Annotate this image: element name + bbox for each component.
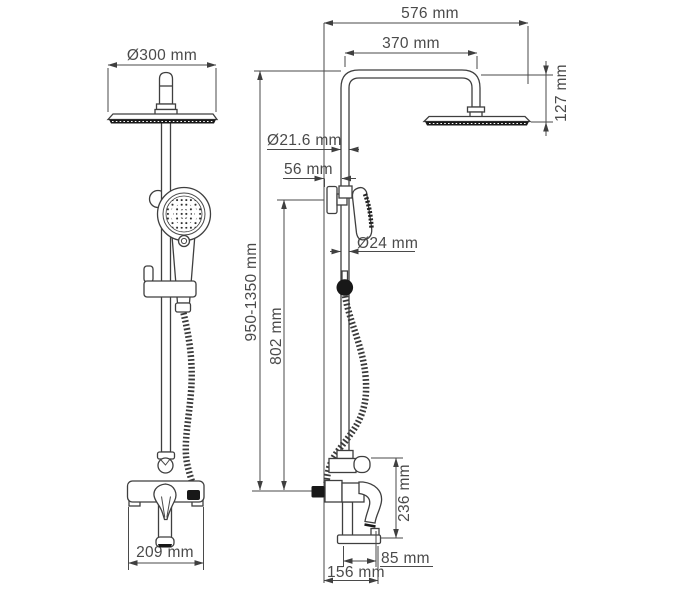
mixer-side <box>311 449 383 545</box>
rain-head-front <box>106 113 219 124</box>
dim-height-adjustable: 950-1350 mm <box>243 70 341 492</box>
upper-pipe-diameter-label: Ø21.6 mm <box>267 132 342 149</box>
arm-reach-label: 370 mm <box>382 35 440 52</box>
hand-shower-front <box>156 186 212 313</box>
dim-lower-pipe-diameter: Ø24 mm <box>330 235 418 255</box>
height-adjustable-label: 950-1350 mm <box>243 243 260 342</box>
base-depth-label: 156 mm <box>327 564 385 581</box>
spout-reach-label: 85 mm <box>381 550 430 567</box>
total-reach-label: 576 mm <box>401 5 459 22</box>
diverter-knob-side <box>336 270 354 296</box>
rail-bottom-connector-front <box>156 451 176 474</box>
height-to-bracket-label: 802 mm <box>268 307 285 365</box>
dim-mixer-height: 236 mm <box>371 457 413 539</box>
hand-shower-side <box>351 186 374 241</box>
dim-base-depth: 156 mm <box>323 546 385 584</box>
dim-total-reach: 576 mm <box>323 5 529 84</box>
lower-pipe-diameter-label: Ø24 mm <box>357 235 418 252</box>
mixer-height-label: 236 mm <box>396 464 413 522</box>
rain-head-side <box>422 106 532 126</box>
dim-head-drop: 127 mm <box>481 61 570 136</box>
spout-side <box>358 481 383 524</box>
shower-column-side <box>340 69 481 453</box>
dim-upper-pipe-diameter: Ø21.6 mm <box>267 132 359 153</box>
shower-hose-side <box>323 295 370 484</box>
wall-offset-label: 56 mm <box>284 161 333 178</box>
head-diameter-label: Ø300 mm <box>127 47 197 64</box>
slide-bracket-front <box>143 265 197 298</box>
arm-top-front <box>154 71 178 118</box>
dim-mixer-width: 209 mm <box>128 507 204 570</box>
mixer-handle-front <box>153 483 177 521</box>
head-drop-label: 127 mm <box>553 64 570 122</box>
shower-hose-front <box>180 312 198 491</box>
dim-wall-offset: 56 mm <box>283 161 356 187</box>
front-view: Ø300 mm 209 mm <box>106 47 219 570</box>
dim-height-to-bracket: 802 mm <box>268 199 324 491</box>
mixer-width-label: 209 mm <box>136 544 194 561</box>
side-view: 950-1350 mm 802 mm 576 mm 370 mm 127 mm <box>243 5 570 584</box>
mixer-front <box>126 480 205 548</box>
dim-arm-reach: 370 mm <box>344 35 478 69</box>
dim-spout-reach: 85 mm <box>343 531 433 567</box>
dim-head-diameter: Ø300 mm <box>107 47 217 112</box>
wall-bracket-side <box>326 185 353 215</box>
